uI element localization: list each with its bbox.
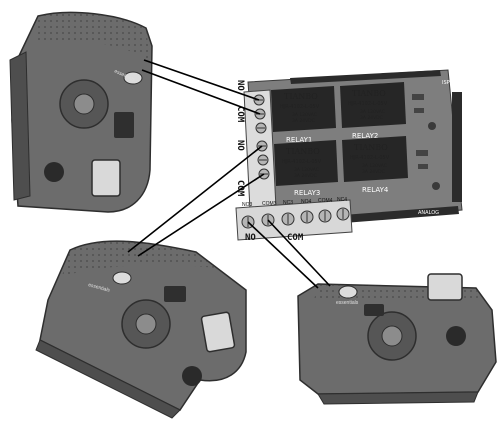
relay-4-rating2: 3A 24VDC <box>362 169 385 175</box>
camera-3-viewfinder <box>364 304 384 316</box>
terminal-block-left <box>243 89 277 211</box>
wire-cam1-no <box>143 59 260 101</box>
camera-2-wheel <box>182 366 202 386</box>
top-header <box>290 70 441 84</box>
camera-1: essentials <box>9 11 153 213</box>
wire-cam3-com <box>267 219 331 287</box>
wire-cam3-no <box>247 221 319 289</box>
camera-2: essentials <box>35 240 247 419</box>
header-pins <box>452 92 462 202</box>
camera-1-wheel <box>44 162 64 182</box>
camera-2-flash <box>200 311 236 353</box>
relay-3-rating2: 3A 24VDC <box>294 173 317 179</box>
camera-3-logo-icon <box>338 285 358 299</box>
terminal-label-com4: COM4 <box>318 198 333 204</box>
relay-2-model: HJR-4102-L-05V <box>348 101 388 107</box>
relay-4-rating1: 3A 120VAC <box>362 163 387 169</box>
relay-2-brand: TIANBO <box>352 89 386 98</box>
terminal-label-nc3: NC3 <box>283 200 293 206</box>
terminal-label-com3: COM3 <box>262 201 277 207</box>
relay-3-label: RELAY3 <box>294 189 320 197</box>
relay-1-rating2: 3A 24VDC <box>292 118 315 124</box>
label-com-2: COM <box>235 180 245 197</box>
relay-1-rating1: 3A 120VAC <box>292 112 317 118</box>
relay-shield-board: TIANBO HJR-4102-L-05V 3A 120VAC 3A 24VDC… <box>247 69 463 227</box>
board-components <box>412 94 440 190</box>
relay-3-rating1: 3A 120VAC <box>294 167 319 173</box>
wire-cam2-com <box>137 173 265 257</box>
relay-4-label: RELAY4 <box>362 186 389 194</box>
relay-2-rating2: 3A 24VDC <box>360 115 383 121</box>
wire-cam2-no <box>127 145 263 253</box>
relay-1: TIANBO HJR-4102-L-05V 3A 120VAC 3A 24VDC… <box>271 86 336 144</box>
label-no-2: NO <box>235 140 245 151</box>
label-com-1: COM <box>235 106 245 123</box>
camera-2-logo-icon <box>112 271 132 285</box>
relay-4-brand: TIANBO <box>354 143 388 152</box>
relay-3-model: HJR-4102-L-05V <box>282 159 322 165</box>
relay-2-rating1: 3A 120VAC <box>360 109 385 115</box>
label-no-1: NO <box>235 80 245 91</box>
relay-3: TIANBO HJR-4102-L-05V 3A 120VAC 3A 24VDC… <box>274 140 338 197</box>
label-no-bottom: NO <box>245 233 256 243</box>
terminal-block-bottom: NO3 COM3 NC3 NO4 COM4 NC4 <box>235 197 353 241</box>
camera-2-viewfinder <box>164 286 186 302</box>
analog-silkscreen: ANALOG <box>418 210 439 216</box>
camera-3: essentials <box>297 273 497 405</box>
terminal-label-no3: NO3 <box>242 202 253 208</box>
camera-1-logo-icon <box>123 71 143 85</box>
camera-1-viewfinder <box>114 112 134 138</box>
camera-2-brand: essentials <box>87 282 111 294</box>
isp-silkscreen: ISP <box>442 80 450 86</box>
relay-4: TIANBO HJR-4102-L-05V 3A 120VAC 3A 24VDC… <box>342 136 408 194</box>
relay-1-model: HJR-4102-L-05V <box>280 104 320 110</box>
relay-2-label: RELAY2 <box>352 132 378 140</box>
relay-4-model: HJR-4102-L-05V <box>350 155 390 161</box>
bottom-header <box>330 206 459 224</box>
camera-3-flash <box>427 273 463 301</box>
relay-2: TIANBO HJR-4102-L-05V 3A 120VAC 3A 24VDC… <box>340 82 406 140</box>
relay-1-label: RELAY1 <box>286 136 312 144</box>
wire-cam1-com <box>141 69 261 115</box>
terminal-label-nc4: NC4 <box>337 197 347 203</box>
camera-3-wheel <box>446 326 466 346</box>
relay-3-brand: TIANBO <box>286 147 320 156</box>
camera-1-flash <box>91 159 121 197</box>
camera-3-brand: essentials <box>336 300 359 306</box>
terminal-label-no4: NO4 <box>301 199 312 205</box>
relay-1-brand: TIANBO <box>284 92 318 101</box>
label-com-bottom: COM <box>287 233 304 243</box>
wires <box>127 59 331 289</box>
